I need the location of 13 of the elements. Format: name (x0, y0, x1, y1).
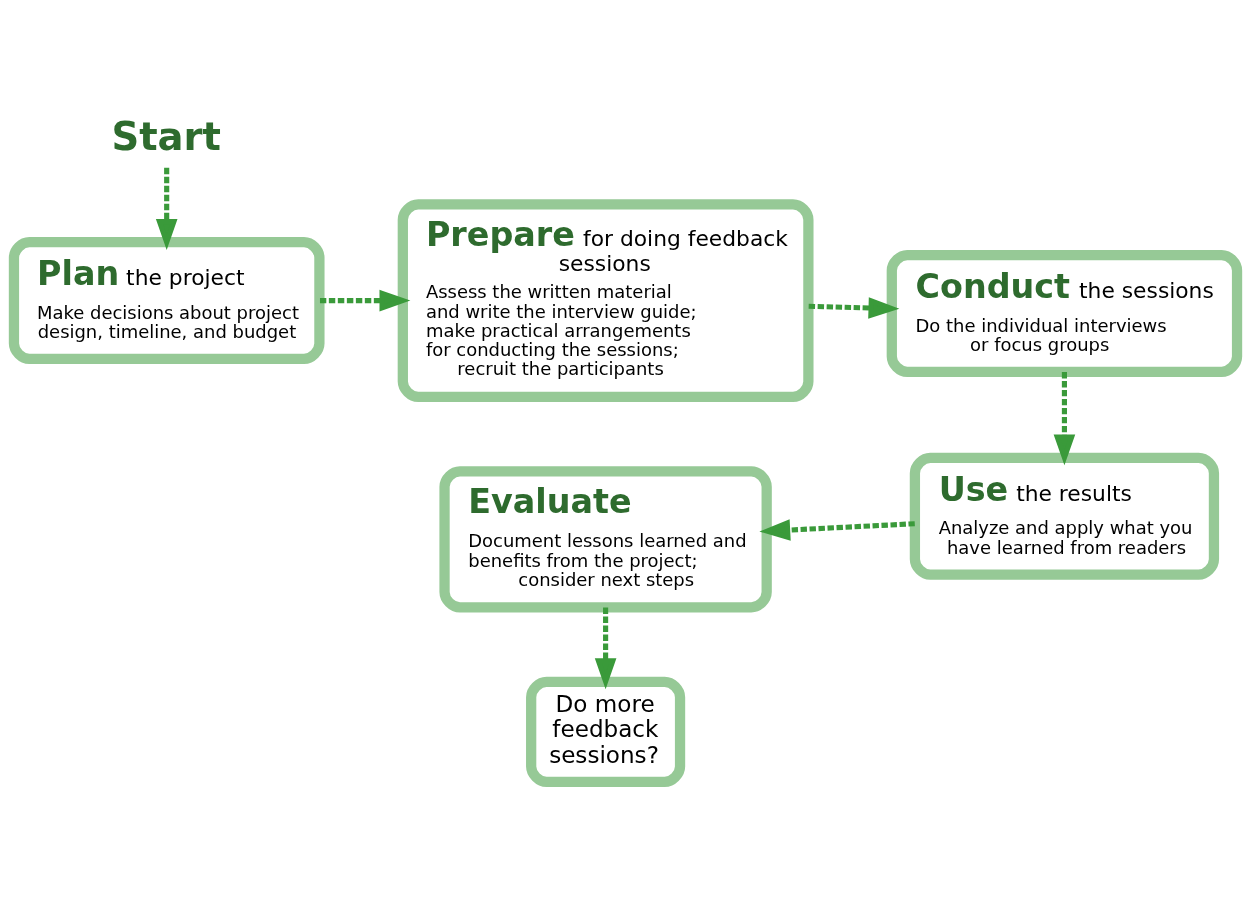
node-box: Use the results Analyze and apply what you have learned from readers (909, 452, 1220, 580)
arrow (808, 297, 900, 319)
arrow (759, 519, 915, 541)
node-box: Plan the project Make decisions about project design, timeline, and budget (8, 237, 325, 365)
node-box: Evaluate Document lessons learned and benefits from the project; consider next steps (439, 466, 772, 613)
arrow (155, 167, 178, 250)
node-text: Start (111, 113, 222, 159)
node-box: Do more feedback sessions? (526, 676, 686, 787)
node-box: Prepare for doing feedback sessions Assess the written material and write the interview guide; make practical arrangements for conducting the sessions; recruit the participants (397, 199, 814, 402)
node-box: Conduct the sessions Do the individual interviews or focus groups (886, 249, 1243, 377)
arrow (319, 289, 411, 312)
arrow (1053, 372, 1076, 466)
arrow (594, 607, 617, 690)
